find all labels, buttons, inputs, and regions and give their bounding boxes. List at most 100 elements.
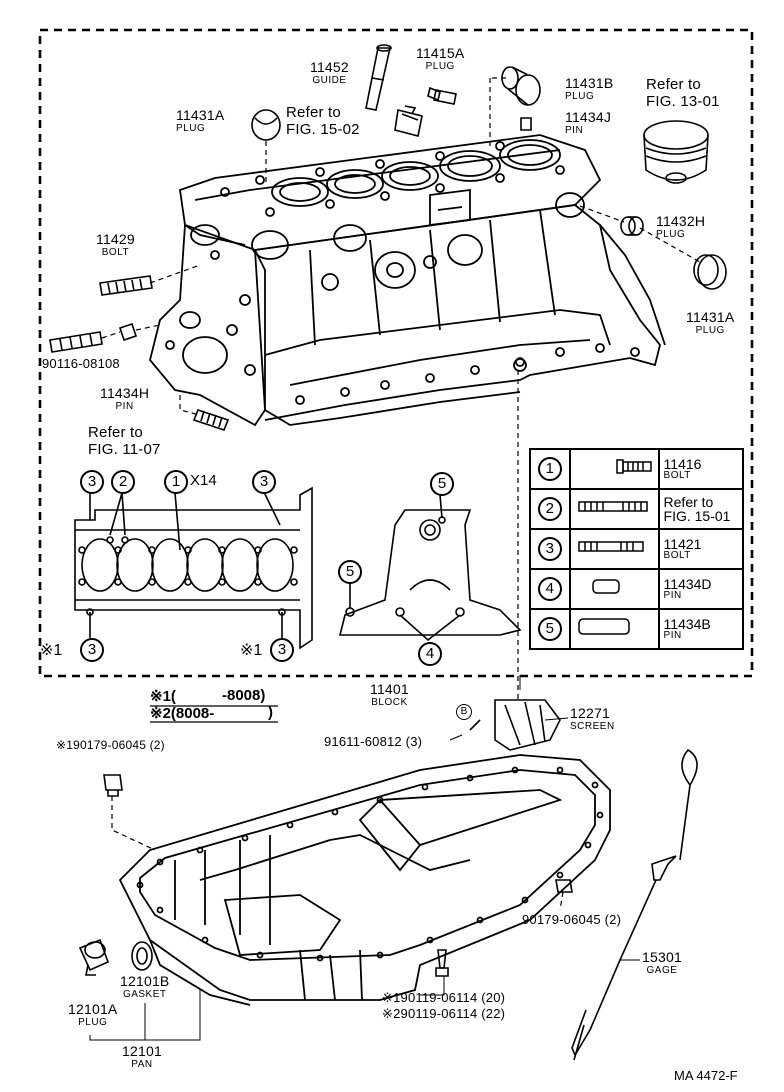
ref-line1: Refer to [88, 424, 143, 441]
date-note-underline [150, 705, 278, 723]
marker-3-right: 3 [252, 470, 276, 494]
legend-line1: 11421 [663, 536, 702, 552]
legend-line2: PIN [663, 630, 682, 641]
part-name: PLUG [565, 91, 595, 102]
part-number: ※190119-06114 (20) [382, 990, 506, 1005]
long-pin-icon [577, 618, 630, 635]
part-name: SCREEN [570, 721, 615, 732]
pan-plug-90179 [555, 879, 573, 893]
legend-key: 1 [537, 457, 562, 481]
plug-11432H [620, 216, 644, 236]
callout-11401: 11401 BLOCK [370, 682, 409, 709]
x14-label: X14 [190, 472, 217, 489]
drain-plug-12101A [78, 938, 110, 976]
part-name: GAGE [646, 965, 678, 976]
screen-bolt-91611 [469, 719, 481, 731]
part-number: 11431A [176, 107, 225, 123]
engine-block-group-border [38, 28, 754, 678]
callout-90179-06045: 90179-06045 (2) [522, 912, 621, 927]
pin-11434H [118, 322, 138, 342]
stud-bolt-11429 [99, 275, 153, 296]
pan-plug-190179 [103, 774, 123, 797]
stud-fig-11-07 [192, 409, 230, 431]
head-bolt-top-view [74, 486, 313, 650]
part-name: PIN [115, 401, 134, 412]
legend-key: 2 [537, 497, 562, 521]
note-1-right: ※1 [240, 642, 263, 659]
marker-1: 1 [164, 470, 188, 494]
date-note-1-key: ※1( [150, 688, 176, 705]
ref-line2: FIG. 15-02 [286, 121, 360, 138]
part-number: 12101A [68, 1001, 118, 1017]
date-note-2-key: ※2(8008- [150, 705, 215, 722]
part-number: 11452 [310, 59, 349, 75]
part-number: 12101B [120, 973, 170, 989]
part-name: PLUG [78, 1017, 108, 1028]
callout-15301: 15301 GAGE [642, 949, 682, 977]
callout-91611-60812: 91611-60812 (3) [324, 734, 422, 749]
engine-block-illustration [149, 134, 666, 427]
plug-11431A-right [693, 254, 727, 290]
part-number: ※190179-06045 (2) [56, 738, 165, 752]
marker-3-bottom-right: 3 [270, 638, 294, 662]
callout-11432H: 11432H PLUG [656, 213, 706, 241]
callout-ref-fig-15-02: Refer to FIG. 15-02 [286, 104, 360, 138]
callout-11452: 11452 GUIDE [310, 59, 349, 87]
stud-bolt-icon [577, 501, 648, 512]
part-number: 11432H [656, 213, 706, 229]
callout-90116-08108: 90116-08108 [42, 356, 120, 371]
part-number: 12271 [570, 705, 610, 721]
short-pin-icon [591, 579, 620, 594]
oil-level-gage-15301 [571, 748, 698, 1061]
circle-b-marker: B [456, 704, 472, 720]
oil-strainer-12271 [494, 699, 561, 751]
part-number: 90116-08108 [42, 356, 120, 371]
part-name: PLUG [425, 61, 455, 72]
legend-key: 5 [537, 617, 562, 641]
flange-bolt-icon [615, 459, 652, 474]
fitting-fig-15-02 [394, 105, 423, 137]
callout-11434H: 11434H PIN [100, 386, 149, 413]
gasket-12101B [131, 941, 153, 971]
oil-level-guide-11452 [365, 44, 392, 111]
plug-11431A-top [251, 109, 281, 141]
pin-11434J [520, 117, 532, 131]
stud-bolt-icon [577, 541, 644, 552]
callout-ref-fig-13-01: Refer to FIG. 13-01 [646, 76, 720, 110]
marker-5-left: 5 [338, 560, 362, 584]
callout-lines-lower [89, 675, 640, 1041]
legend-key: 4 [537, 577, 562, 601]
callout-12271: 12271 SCREEN [570, 705, 615, 733]
callout-11434J: 11434J PIN [565, 110, 611, 137]
part-name: GUIDE [312, 75, 347, 86]
part-number: 11429 [96, 231, 135, 247]
callout-11431B: 11431B PLUG [565, 75, 614, 103]
ref-line2: FIG. 13-01 [646, 93, 720, 110]
ref-line1: Refer to [286, 104, 341, 121]
part-number: 12101 [122, 1043, 162, 1059]
pan-bolt-190119 [435, 949, 449, 977]
legend-line2: BOLT [663, 550, 691, 561]
part-number: 11431B [565, 75, 614, 91]
part-name: PIN [565, 125, 584, 136]
part-name: GASKET [122, 989, 167, 1000]
callout-290119-06114: ※290119-06114 (22) [382, 1006, 505, 1021]
illustration-code: MA 4472-F [674, 1068, 738, 1083]
date-note-1-value: -8008) [222, 687, 266, 704]
block-front-view [338, 494, 522, 642]
leader-lines-lower [111, 796, 564, 911]
part-name: PAN [131, 1059, 153, 1070]
part-number: 15301 [642, 949, 682, 965]
marker-4: 4 [418, 642, 442, 666]
plug-11415A [427, 86, 457, 105]
marker-2: 2 [111, 470, 135, 494]
legend-line2: FIG. 15-01 [663, 508, 731, 524]
part-name: PLUG [176, 123, 206, 134]
marker-5-top: 5 [430, 472, 454, 496]
ref-line2: FIG. 11-07 [88, 441, 161, 458]
marker-3-left: 3 [80, 470, 104, 494]
